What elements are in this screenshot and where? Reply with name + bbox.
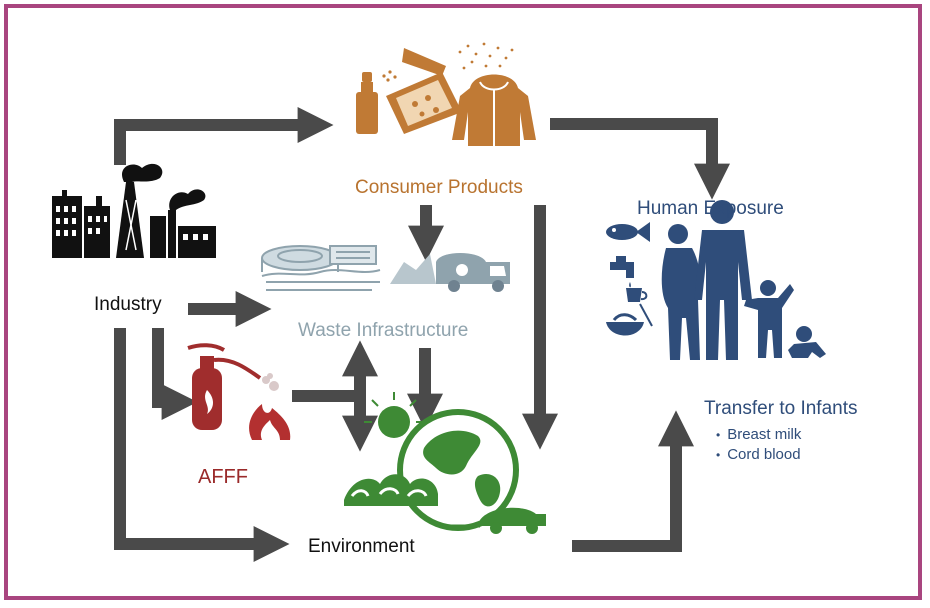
transfer-to-infants-label: Transfer to Infants	[704, 398, 858, 419]
arrow-industry-to-afff	[152, 328, 198, 420]
factory-icon	[52, 163, 216, 258]
environment-label: Environment	[308, 536, 415, 557]
pizza-box-icon	[386, 42, 514, 134]
family-icon	[661, 200, 826, 360]
route-cord-blood: Cord blood	[716, 446, 801, 463]
route-breast-milk: Breast milk	[716, 426, 801, 443]
arrow-environment-to-infants	[572, 410, 694, 552]
water-treatment-icon	[261, 245, 381, 291]
spray-can-icon	[356, 70, 397, 134]
diagram-frame	[4, 4, 922, 600]
arrow-industry-to-environment	[114, 328, 290, 562]
jacket-icon	[452, 74, 536, 146]
fire-extinguisher-icon	[187, 343, 279, 430]
arrow-consumer-to-human	[550, 118, 730, 200]
faucet-icon	[610, 256, 634, 288]
arrow-industry-to-consumer	[114, 107, 334, 165]
fish-icon	[606, 222, 650, 242]
flame-icon	[249, 404, 291, 440]
infant-transfer-routes: Breast milk Cord blood	[716, 426, 801, 466]
garbage-truck-icon	[390, 253, 510, 292]
consumer-products-label: Consumer Products	[355, 177, 523, 198]
waste-infrastructure-label: Waste Infrastructure	[298, 320, 469, 341]
globe-icon	[344, 392, 546, 534]
food-bowl-icon	[606, 303, 653, 336]
afff-label: AFFF	[198, 466, 248, 488]
human-exposure-label: Human Exposure	[637, 198, 784, 219]
cup-icon	[626, 288, 648, 302]
industry-label: Industry	[94, 294, 162, 315]
arrow-afff-to-environment	[292, 390, 378, 452]
